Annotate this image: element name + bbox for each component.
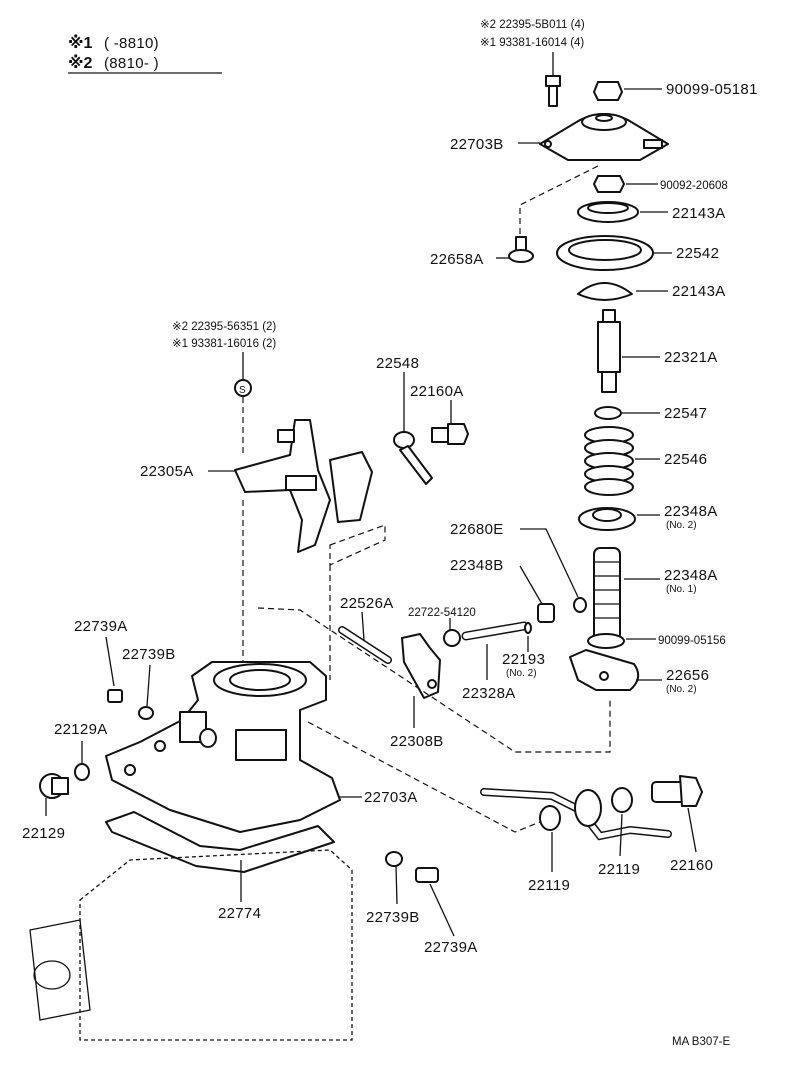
washer-22739B-right [385, 851, 403, 867]
pin-22526A [338, 626, 392, 664]
diagram-code: MA B307-E [672, 1036, 730, 1048]
note-mid-2: ※1 93381-16016 (2) [172, 338, 276, 350]
label-22348A-no2: 22348A [664, 503, 718, 520]
label-22656: 22656 [666, 667, 709, 684]
label-22119-right: 22119 [598, 861, 640, 878]
nut-90092-20608 [593, 175, 625, 193]
label-22703B: 22703B [450, 136, 504, 153]
banjo-pipe [480, 788, 672, 841]
label-22739A-left: 22739A [74, 618, 128, 635]
label-22722-54120: 22722-54120 [408, 607, 476, 619]
washer-22129A [74, 763, 90, 781]
bracket-22305A [234, 419, 373, 553]
plug-22129 [39, 773, 69, 799]
label-90092-20608: 90092-20608 [660, 180, 728, 192]
label-22193-sub: (No. 2) [506, 668, 537, 679]
screw-22160A [431, 423, 469, 445]
legend: ※1 ( -8810) ※2 (8810- ) [68, 34, 222, 74]
label-22546: 22546 [664, 451, 707, 468]
label-22658A: 22658A [430, 251, 484, 268]
label-22143A-top: 22143A [672, 205, 726, 222]
label-22328A: 22328A [462, 685, 516, 702]
label-22348A-no1: 22348A [664, 567, 718, 584]
legend-range-2: (8810- ) [104, 55, 159, 72]
nut-90099-05181 [593, 81, 623, 101]
washer-22547 [594, 406, 622, 420]
s-marker: S [239, 385, 246, 396]
label-22129: 22129 [22, 825, 65, 842]
housing-22703A [105, 661, 341, 833]
label-22348A-no1-sub: (No. 1) [666, 584, 697, 595]
bushing-22348B [537, 603, 555, 623]
plug-22739A-left [107, 689, 123, 703]
label-22348B: 22348B [450, 557, 504, 574]
spring-22546 [584, 426, 634, 496]
pump-body [29, 849, 353, 1041]
legend-range-1: ( -8810) [104, 35, 159, 52]
label-22547: 22547 [664, 405, 707, 422]
label-22739B-left: 22739B [122, 646, 176, 663]
link-22548 [393, 431, 433, 485]
shaft-22328A [443, 621, 529, 647]
label-22193: 22193 [502, 651, 545, 668]
bolt-22160 [651, 775, 703, 807]
label-22680E: 22680E [450, 521, 504, 538]
gear-22348A-no2 [578, 507, 636, 531]
diaphragm-22542 [556, 235, 654, 271]
washer-22739B-left [138, 706, 154, 720]
bolt-top [545, 75, 561, 107]
note-top-1: ※2 22395-5B011 (4) [480, 19, 585, 31]
bracket-22308B [401, 633, 441, 699]
label-22129A: 22129A [54, 721, 108, 738]
label-22739B-right: 22739B [366, 909, 420, 926]
label-22308B: 22308B [390, 733, 444, 750]
note-mid-1: ※2 22395-56351 (2) [172, 321, 276, 333]
label-22526A: 22526A [340, 595, 394, 612]
gasket-22774 [105, 811, 335, 873]
s-marker-circle [234, 379, 252, 397]
plate-22143A-bottom [577, 282, 633, 301]
label-22774: 22774 [218, 905, 261, 922]
label-22542: 22542 [676, 245, 719, 262]
label-22348A-no2-sub: (No. 2) [666, 520, 697, 531]
plug-22739A-right [415, 867, 439, 883]
label-22321A: 22321A [664, 349, 718, 366]
label-22739A-right: 22739A [424, 939, 478, 956]
screw-22658A [508, 236, 534, 263]
label-22656-sub: (No. 2) [666, 684, 697, 695]
sleeve-22348A-no1 [593, 547, 621, 641]
label-22160A: 22160A [410, 383, 464, 400]
oring-22193 [524, 622, 532, 634]
plate-22143A-top [577, 201, 639, 223]
label-22548: 22548 [376, 355, 419, 372]
washer-22119-right [611, 787, 633, 813]
ring-22680E [573, 597, 587, 613]
washer-22119-left [539, 805, 561, 831]
label-22143A-bottom: 22143A [672, 283, 726, 300]
label-22119-left: 22119 [528, 877, 570, 894]
shaft-22321A [597, 309, 621, 393]
label-90099-05156: 90099-05156 [658, 635, 726, 647]
note-top-2: ※1 93381-16014 (4) [480, 37, 584, 49]
label-22305A: 22305A [140, 463, 194, 480]
lever-22656 [569, 649, 640, 691]
label-22703A: 22703A [364, 789, 418, 806]
label-22160: 22160 [670, 857, 713, 874]
legend-mark-1: ※1 [68, 34, 93, 52]
label-90099-05181: 90099-05181 [666, 81, 758, 98]
legend-mark-2: ※2 [68, 54, 93, 72]
cover-22703B [539, 113, 669, 161]
washer-90099-05156 [587, 633, 625, 649]
